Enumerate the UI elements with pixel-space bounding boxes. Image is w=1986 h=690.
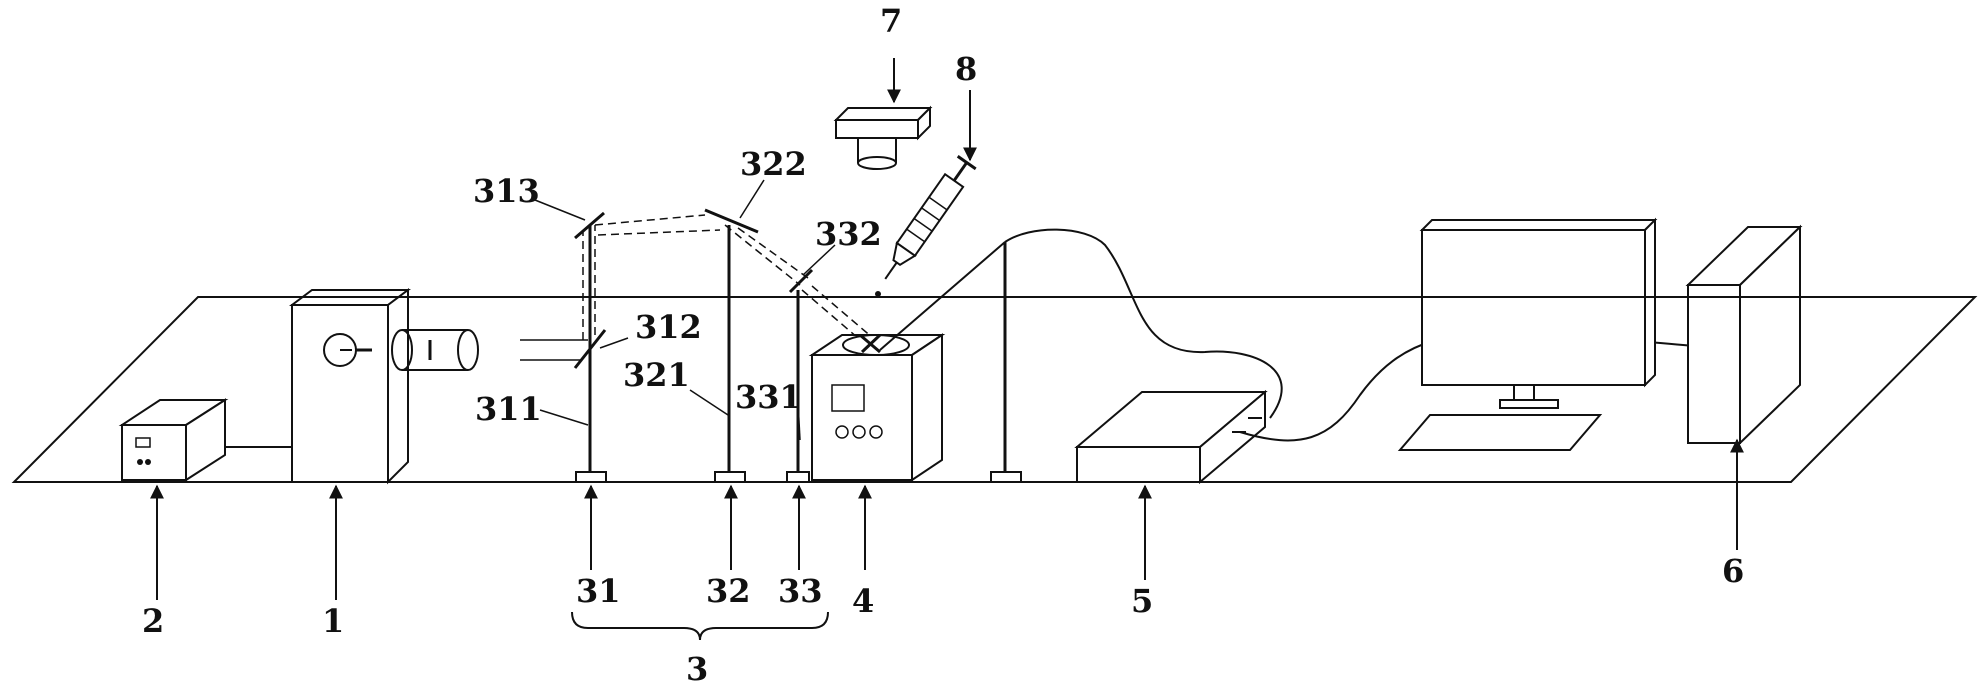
label-7: 7 xyxy=(880,2,902,40)
device-1-laser xyxy=(289,288,479,485)
label-313: 313 xyxy=(473,172,540,210)
device-8-syringe xyxy=(884,155,977,280)
label-32: 32 xyxy=(706,572,751,610)
label-33: 33 xyxy=(778,572,823,610)
label-5: 5 xyxy=(1131,582,1153,620)
device-4-chamber xyxy=(808,333,946,482)
computer-monitor xyxy=(1397,217,1658,451)
label-311: 311 xyxy=(475,390,542,428)
label-6: 6 xyxy=(1722,552,1744,590)
label-2: 2 xyxy=(142,602,164,640)
droplet xyxy=(875,291,881,297)
label-322: 322 xyxy=(740,145,807,183)
label-8: 8 xyxy=(955,50,977,88)
label-321: 321 xyxy=(623,356,690,394)
label-331: 331 xyxy=(735,378,802,416)
device-7-camera xyxy=(833,105,933,170)
label-4: 4 xyxy=(852,582,874,620)
label-332: 332 xyxy=(815,215,882,253)
label-312: 312 xyxy=(635,308,702,346)
label-arrows xyxy=(150,58,1744,641)
device-6-computer xyxy=(1685,224,1803,446)
device-5-spectrometer xyxy=(1074,331,1786,485)
label-1: 1 xyxy=(322,602,344,640)
label-31: 31 xyxy=(576,572,621,610)
device-2-power-supply xyxy=(118,398,330,482)
optical-assembly-3 xyxy=(573,208,881,483)
label-3: 3 xyxy=(686,650,708,688)
